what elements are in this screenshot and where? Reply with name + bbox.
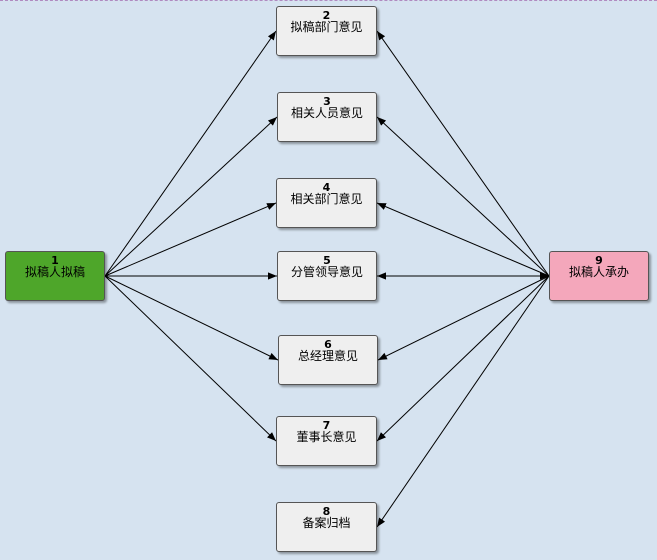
node-7-chairman-opinion[interactable]: 7 董事长意见 — [276, 416, 377, 466]
node-number: 9 — [595, 254, 603, 267]
top-border — [0, 0, 657, 1]
node-label: 分管领导意见 — [290, 265, 363, 279]
node-number: 3 — [323, 95, 331, 108]
node-number: 1 — [51, 254, 59, 267]
node-number: 4 — [322, 181, 331, 194]
node-number: 7 — [322, 419, 331, 432]
node-label: 拟稿人承办 — [568, 265, 629, 279]
node-8-archive[interactable]: 8 备案归档 — [276, 502, 377, 552]
node-9-drafter-handle[interactable]: 9 拟稿人承办 — [549, 251, 649, 301]
node-3-related-staff-opinion[interactable]: 3 相关人员意见 — [277, 92, 377, 142]
node-label: 备案归档 — [302, 516, 351, 530]
edge-9-to-4 — [376, 202, 550, 277]
edge-1-to-2 — [104, 30, 277, 277]
edge-9-to-2 — [376, 30, 550, 277]
node-label: 董事长意见 — [296, 430, 357, 444]
node-1-draft[interactable]: 1 拟稿人拟稿 — [5, 251, 105, 301]
node-number: 6 — [324, 338, 332, 351]
node-2-drafting-dept-opinion[interactable]: 2 拟稿部门意见 — [276, 6, 377, 56]
edge-9-to-8 — [376, 275, 550, 528]
node-label: 拟稿人拟稿 — [24, 265, 85, 279]
node-5-leader-opinion[interactable]: 5 分管领导意见 — [277, 251, 377, 301]
node-number: 2 — [322, 9, 331, 22]
node-label: 总经理意见 — [297, 349, 358, 363]
edge-9-to-6 — [377, 275, 550, 361]
edge-9-to-7 — [376, 275, 550, 442]
edge-1-to-4 — [104, 202, 277, 277]
node-label: 相关部门意见 — [290, 192, 363, 206]
node-6-gm-opinion[interactable]: 6 总经理意见 — [278, 335, 378, 385]
node-label: 相关人员意见 — [290, 106, 363, 120]
edge-1-to-3 — [104, 116, 278, 277]
edge-9-to-3 — [376, 116, 550, 277]
edge-1-to-6 — [104, 275, 279, 361]
node-number: 5 — [323, 254, 331, 267]
node-number: 8 — [322, 505, 331, 518]
node-label: 拟稿部门意见 — [290, 20, 363, 34]
node-4-related-dept-opinion[interactable]: 4 相关部门意见 — [276, 178, 377, 228]
edge-1-to-7 — [104, 275, 277, 442]
